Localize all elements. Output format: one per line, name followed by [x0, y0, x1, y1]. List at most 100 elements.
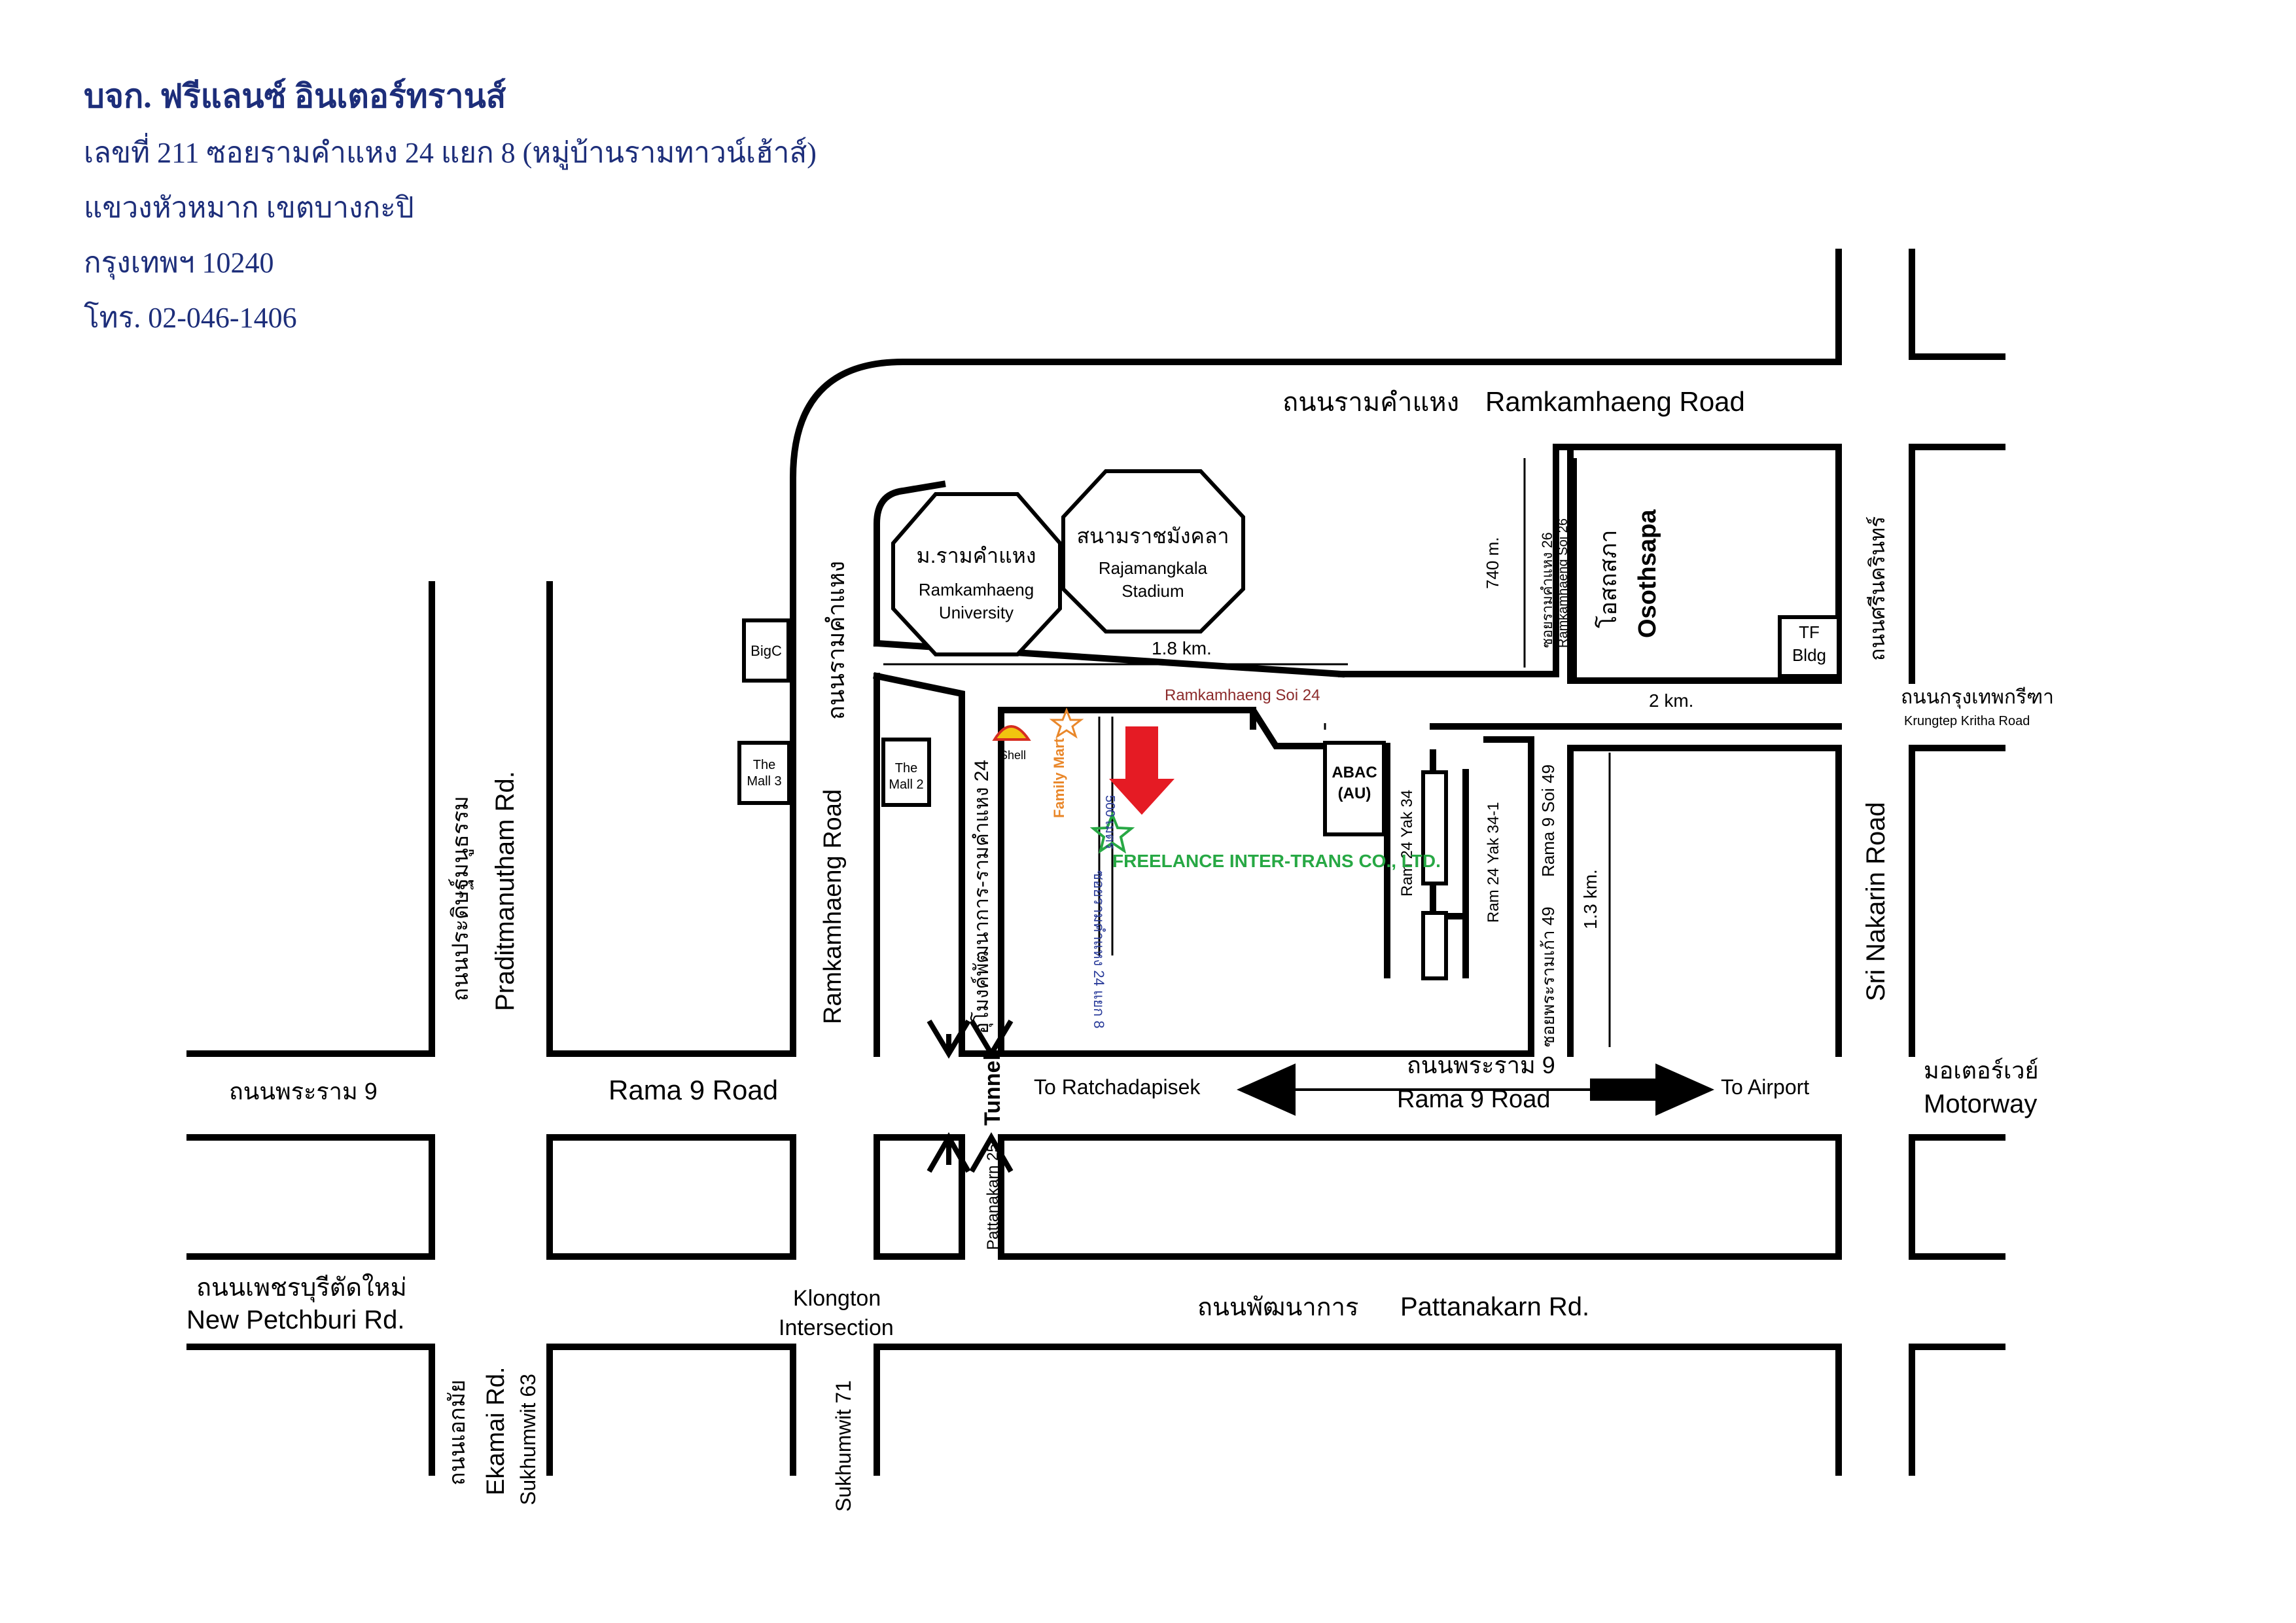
- address-line-2: แขวงหัวหมาก เขตบางกะปิ: [84, 192, 414, 224]
- phone-number: โทร. 02-046-1406: [84, 302, 297, 334]
- mall3-box: [737, 741, 791, 805]
- to-ratchadapisek-label: To Ratchadapisek: [1034, 1075, 1201, 1099]
- soi24-block-east: [959, 736, 1534, 1057]
- srinakarin-en-label: Sri Nakarin Road: [1862, 802, 1890, 1001]
- address-line-1: เลขที่ 211 ซอยรามคำแหง 24 แยก 8 (หมู่บ้า…: [84, 137, 817, 169]
- rama9-soi49-th-label: ซอยพระรามเก้า 49: [1538, 906, 1558, 1047]
- tunnel-arrows: [927, 1019, 1014, 1173]
- to-airport-label: To Airport: [1721, 1075, 1809, 1099]
- stadium-th-label: สนามราชมังคลา: [1076, 524, 1229, 548]
- dist-500-label: 500 เมตร: [1103, 795, 1117, 849]
- rama9-soi49-en-label: Rama 9 Soi 49: [1538, 764, 1558, 877]
- motorway-th-label: มอเตอร์เวย์: [1924, 1057, 2039, 1084]
- tf-label-2: Bldg: [1792, 645, 1826, 665]
- pattanakarn25-label: Pattanakarn 25: [984, 1143, 1002, 1250]
- soi24-label: Ramkamhaeng Soi 24: [1165, 687, 1320, 704]
- tunnel-label: Tunnel: [980, 1054, 1005, 1126]
- pattanakarn-en-label: Pattanakarn Rd.: [1400, 1293, 1589, 1321]
- sukhumwit63-label: Sukhumwit 63: [516, 1374, 540, 1505]
- praditmanutham-west: [186, 581, 435, 1057]
- arrow-down-icon: [1109, 726, 1174, 815]
- sukhumwit71-label: Sukhumwit 71: [832, 1380, 855, 1512]
- company-name: บจก. ฟรีแลนซ์ อินเตอร์ทรานส์: [84, 78, 506, 115]
- srinakarin-east-lower: [1909, 745, 2005, 1057]
- ru-en2-label: University: [939, 603, 1014, 622]
- pattanakarn-th-label: ถนนพัฒนาการ: [1197, 1294, 1358, 1321]
- rama9-left-th-label: ถนนพระราม 9: [229, 1078, 378, 1105]
- mall3-label-2: Mall 3: [747, 774, 781, 789]
- tunnel-arrow-up-icon: [927, 1132, 971, 1173]
- ramkhamhaeng-inner-edge: [1338, 444, 1842, 677]
- tunnel-arrow-up-2-icon: [969, 1132, 1014, 1173]
- thin-soi-lines: [883, 458, 1611, 1047]
- mall2-label-1: The: [895, 761, 917, 776]
- krungthep-kritha-en-label: Krungtep Kritha Road: [1904, 714, 2030, 728]
- ramkhamhaeng-road-th-label: ถนนรามคำแหง: [1282, 388, 1459, 417]
- tunnel-arrow-down-2-icon: [969, 1019, 1014, 1059]
- ramkhamhaeng-road-en-label: Ramkamhaeng Road: [1485, 386, 1745, 417]
- ru-en1-label: Ramkamhaeng: [919, 580, 1034, 599]
- ekamai-west: [186, 1344, 435, 1476]
- ramkhamhaeng-university-octagon: [891, 492, 1062, 656]
- praditmanutham-th-label: ถนนประดิษฐ์มนูธรรม: [448, 796, 474, 1001]
- krungthep-kritha-th-label: ถนนกรุงเทพกรีฑา: [1901, 687, 2054, 709]
- soi26-en-label: Ramkamhaeng Soi 26: [1556, 518, 1570, 648]
- soi26-th-label: ซอยรามคำแหง 26: [1539, 532, 1555, 648]
- familymart-star-icon: [1049, 707, 1084, 739]
- mall2-box: [881, 738, 931, 807]
- rajamangkala-stadium-octagon: [1061, 469, 1245, 633]
- ru-th-label: ม.รามคำแหง: [917, 544, 1036, 567]
- ramkhamhaeng-outer-edge: [790, 249, 1842, 1057]
- familymart-label: Family Mart: [1051, 738, 1067, 818]
- ramkhamhaeng-v-en-label: Ramkamhaeng Road: [819, 789, 847, 1024]
- petchburi-block-mid: [546, 1134, 796, 1260]
- building-34-box: [1421, 770, 1448, 885]
- building-34-box-2: [1421, 911, 1448, 980]
- praditmanutham-en-label: Praditmanutham Rd.: [491, 771, 520, 1011]
- tf-bldg-box: [1778, 615, 1841, 678]
- klongton-label: Klongton: [793, 1286, 881, 1311]
- pattanakarn25-block: [874, 1134, 965, 1260]
- stadium-en1-label: Rajamangkala: [1099, 558, 1208, 578]
- ekamai-sukhumwit-block: [546, 1344, 796, 1476]
- motorway-en-label: Motorway: [1924, 1090, 2037, 1118]
- ekamai-en-label: Ekamai Rd.: [482, 1367, 510, 1495]
- dist-2-label: 2 km.: [1649, 690, 1693, 711]
- dist-1-3-label: 1.3 km.: [1580, 869, 1600, 929]
- srinakarin-east-upper: [1909, 444, 2005, 684]
- shell-logo-icon: [992, 725, 1031, 741]
- pattanakarn-south-block: [874, 1344, 1842, 1476]
- ramkhamhaeng-v-th-label: ถนนรามคำแหง: [822, 561, 849, 720]
- mall2-label-2: Mall 2: [889, 777, 923, 792]
- rama9-right-th-label: ถนนพระราม 9: [1407, 1052, 1555, 1079]
- rama9-right-en-label: Rama 9 Road: [1397, 1086, 1550, 1113]
- pattanakarn-block: [998, 1134, 1842, 1260]
- osothsapa-en-label: Osothsapa: [1634, 509, 1661, 638]
- rama9-left-en-label: Rama 9 Road: [609, 1075, 778, 1105]
- arrow-left-icon: [1237, 1063, 1296, 1116]
- srinakarin-south: [1909, 1344, 2005, 1476]
- klongton-intersection-label: Intersection: [779, 1315, 894, 1340]
- address-line-3: กรุงเทพฯ 10240: [84, 247, 274, 279]
- abac-label-1: ABAC: [1332, 764, 1377, 781]
- top-right-block-edge: [1909, 249, 2005, 360]
- dist-740-label: 740 m.: [1483, 537, 1502, 590]
- new-petchburi-th-label: ถนนเพชรบุรีตัดใหม่: [196, 1274, 407, 1302]
- ekamai-th-label: ถนนเอกมัย: [445, 1380, 470, 1486]
- star-icon: [1089, 811, 1135, 854]
- osothsapa-th-label: โอสถสภา: [1595, 529, 1621, 628]
- new-petchburi-en-label: New Petchburi Rd.: [186, 1306, 404, 1334]
- mall3-label-1: The: [753, 758, 775, 772]
- tunnel-arrow-down-icon: [927, 1019, 971, 1059]
- shell-label: Shell: [1000, 749, 1026, 762]
- motorway-block: [1909, 1134, 2005, 1260]
- ram24-yak34-1-label: Ram 24 Yak 34-1: [1485, 802, 1502, 923]
- osothsapa-south-block: [1567, 745, 1842, 1057]
- abac-label-2: (AU): [1338, 785, 1371, 802]
- praditmanutham-east: [546, 581, 796, 1057]
- campus-block-left: [874, 480, 946, 647]
- stadium-en2-label: Stadium: [1122, 581, 1184, 601]
- bigc-box: [742, 618, 790, 683]
- tunnel-th-label: อุโมงค์พัฒนาการ-รามคำแหง 24: [970, 760, 994, 1034]
